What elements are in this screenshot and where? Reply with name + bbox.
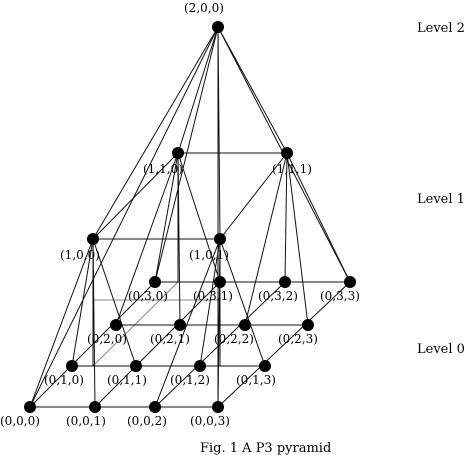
label-031: (0,3,1) [193, 289, 233, 303]
edge [92, 26, 219, 240]
label-l1-front-left: (1,0,0) [60, 248, 100, 262]
node-031 [214, 276, 226, 288]
node-023 [302, 319, 314, 331]
node-l1-front-right [214, 233, 226, 245]
edge [219, 152, 288, 240]
label-011: (0,1,1) [107, 373, 147, 387]
level-labels: Level 2 Level 1 Level 0 [417, 21, 465, 357]
label-apex: (2,0,0) [184, 1, 224, 15]
edges [29, 26, 351, 408]
edge [217, 281, 351, 408]
label-001: (0,0,1) [66, 414, 106, 428]
node-011 [130, 360, 142, 372]
node-010 [66, 360, 78, 372]
edge [154, 281, 286, 408]
label-013: (0,1,3) [236, 373, 276, 387]
edge [71, 238, 94, 367]
edge [115, 152, 179, 326]
edge [199, 238, 221, 367]
node-012 [194, 360, 206, 372]
edge [286, 152, 351, 283]
label-030: (0,3,0) [128, 289, 168, 303]
label-003: (0,0,3) [190, 414, 230, 428]
node-labels: (2,0,0) (1,1,0) (1,1,1) (1,0,0) (1,0,1) … [0, 1, 360, 428]
label-010: (0,1,0) [44, 373, 84, 387]
node-l1-front-left [87, 233, 99, 245]
edge [29, 26, 219, 408]
node-030 [149, 276, 161, 288]
edge [154, 238, 221, 408]
edge [284, 152, 288, 283]
node-apex [212, 21, 224, 33]
node-033 [344, 276, 356, 288]
level-1-label: Level 1 [417, 192, 465, 207]
edge [244, 152, 288, 326]
nodes [24, 21, 356, 413]
label-l1-front-right: (1,0,1) [189, 248, 229, 262]
label-020: (0,2,0) [87, 332, 127, 346]
node-020 [110, 319, 122, 331]
edge [92, 281, 179, 367]
label-000: (0,0,0) [0, 414, 40, 428]
edge [92, 238, 137, 367]
label-002: (0,0,2) [127, 414, 167, 428]
label-l1-back-right: (1,1,1) [272, 162, 312, 176]
edge [92, 152, 179, 240]
label-032: (0,3,2) [258, 289, 298, 303]
edge [29, 281, 156, 408]
node-013 [259, 360, 271, 372]
edge [217, 26, 288, 154]
edge [177, 152, 221, 283]
node-l1-back-right [281, 147, 293, 159]
node-032 [279, 276, 291, 288]
label-l1-back-left: (1,1,0) [143, 162, 183, 176]
node-021 [174, 319, 186, 331]
figure-caption: Fig. 1 A P3 pyramid [200, 441, 331, 455]
edge [94, 281, 221, 408]
edge [29, 238, 94, 408]
node-l1-back-left [172, 147, 184, 159]
label-012: (0,1,2) [170, 373, 210, 387]
edge [286, 152, 309, 326]
node-001 [89, 401, 101, 413]
node-003 [212, 401, 224, 413]
edge [154, 152, 179, 283]
label-023: (0,2,3) [278, 332, 318, 346]
label-021: (0,2,1) [150, 332, 190, 346]
edge [219, 238, 266, 367]
level-2-label: Level 2 [417, 21, 465, 36]
node-000 [24, 401, 36, 413]
label-022: (0,2,2) [214, 332, 254, 346]
node-022 [239, 319, 251, 331]
node-002 [149, 401, 161, 413]
level-0-label: Level 0 [417, 342, 465, 357]
label-033: (0,3,3) [320, 289, 360, 303]
edge [154, 26, 219, 283]
edge [177, 26, 219, 154]
